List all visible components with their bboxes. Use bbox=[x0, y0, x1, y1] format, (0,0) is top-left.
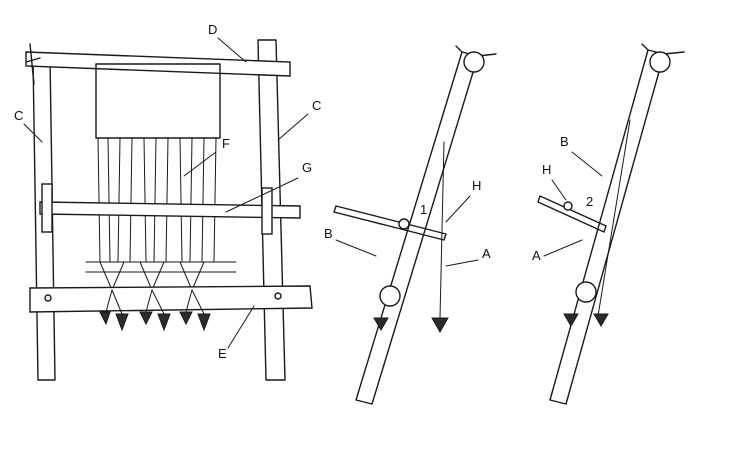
label-h-right: H bbox=[542, 162, 551, 177]
arrow-a-mid bbox=[445, 259, 479, 267]
arrow-d bbox=[217, 37, 247, 63]
label-h-mid: H bbox=[472, 178, 481, 193]
bottom-beam-end-2 bbox=[575, 281, 597, 303]
arrow-c-left bbox=[23, 123, 43, 143]
arrow-f bbox=[183, 151, 217, 177]
heddle-knot bbox=[398, 218, 410, 230]
weight-front-2 bbox=[563, 313, 579, 327]
label-d: D bbox=[208, 22, 217, 37]
weight-back-2 bbox=[593, 313, 609, 327]
arrow-b-right bbox=[571, 151, 603, 177]
side-view-1: B H 1 A bbox=[324, 45, 497, 405]
bottom-beam bbox=[29, 285, 313, 313]
side-view-2: B H 2 A bbox=[532, 43, 685, 405]
bottom-beam-end bbox=[379, 285, 401, 307]
label-b-mid: B bbox=[324, 226, 333, 241]
loom-weights bbox=[99, 289, 211, 332]
arrow-e bbox=[227, 305, 255, 349]
forked-top-2 bbox=[641, 43, 685, 55]
peg-left bbox=[29, 43, 35, 85]
label-c-left: C bbox=[14, 108, 23, 123]
beam-hole-left bbox=[44, 294, 52, 302]
arrow-h-right bbox=[551, 179, 567, 201]
label-a-right: A bbox=[532, 248, 541, 263]
cloth-beam-end-2 bbox=[649, 51, 671, 73]
heddle-threads bbox=[85, 261, 237, 292]
label-g: G bbox=[302, 160, 312, 175]
label-f: F bbox=[222, 136, 230, 151]
beam-hole-right bbox=[274, 292, 282, 300]
arrow-c-right bbox=[277, 113, 309, 141]
label-b-right: B bbox=[560, 134, 569, 149]
label-c-right: C bbox=[312, 98, 321, 113]
upright-post bbox=[355, 51, 479, 405]
warp-thread-2 bbox=[597, 119, 631, 317]
label-e: E bbox=[218, 346, 227, 361]
label-1: 1 bbox=[420, 202, 427, 217]
woven-cloth bbox=[95, 63, 221, 139]
label-2: 2 bbox=[586, 194, 593, 209]
shed-rod-end-2 bbox=[537, 195, 607, 233]
arrow-h-mid bbox=[445, 195, 471, 223]
heddle-knot-2 bbox=[563, 201, 573, 211]
arrow-b-mid bbox=[335, 239, 377, 257]
arrow-g bbox=[225, 177, 299, 213]
warp-threads bbox=[97, 137, 217, 263]
rod-bracket-left bbox=[41, 183, 53, 233]
weight-back bbox=[431, 317, 449, 334]
shed-rod-end bbox=[333, 205, 447, 241]
weight-front bbox=[373, 317, 389, 331]
right-upright-post bbox=[257, 39, 286, 381]
loom-front-view: C D C F G E bbox=[14, 22, 321, 381]
shed-rod bbox=[39, 201, 301, 219]
peg-left-2 bbox=[25, 57, 41, 63]
label-a-mid: A bbox=[482, 246, 491, 261]
cloth-beam-end bbox=[463, 51, 485, 73]
warp-thread-a bbox=[439, 141, 445, 319]
arrow-a-right bbox=[543, 239, 583, 257]
upright-post-2 bbox=[549, 49, 665, 405]
rod-bracket-right bbox=[261, 187, 273, 235]
